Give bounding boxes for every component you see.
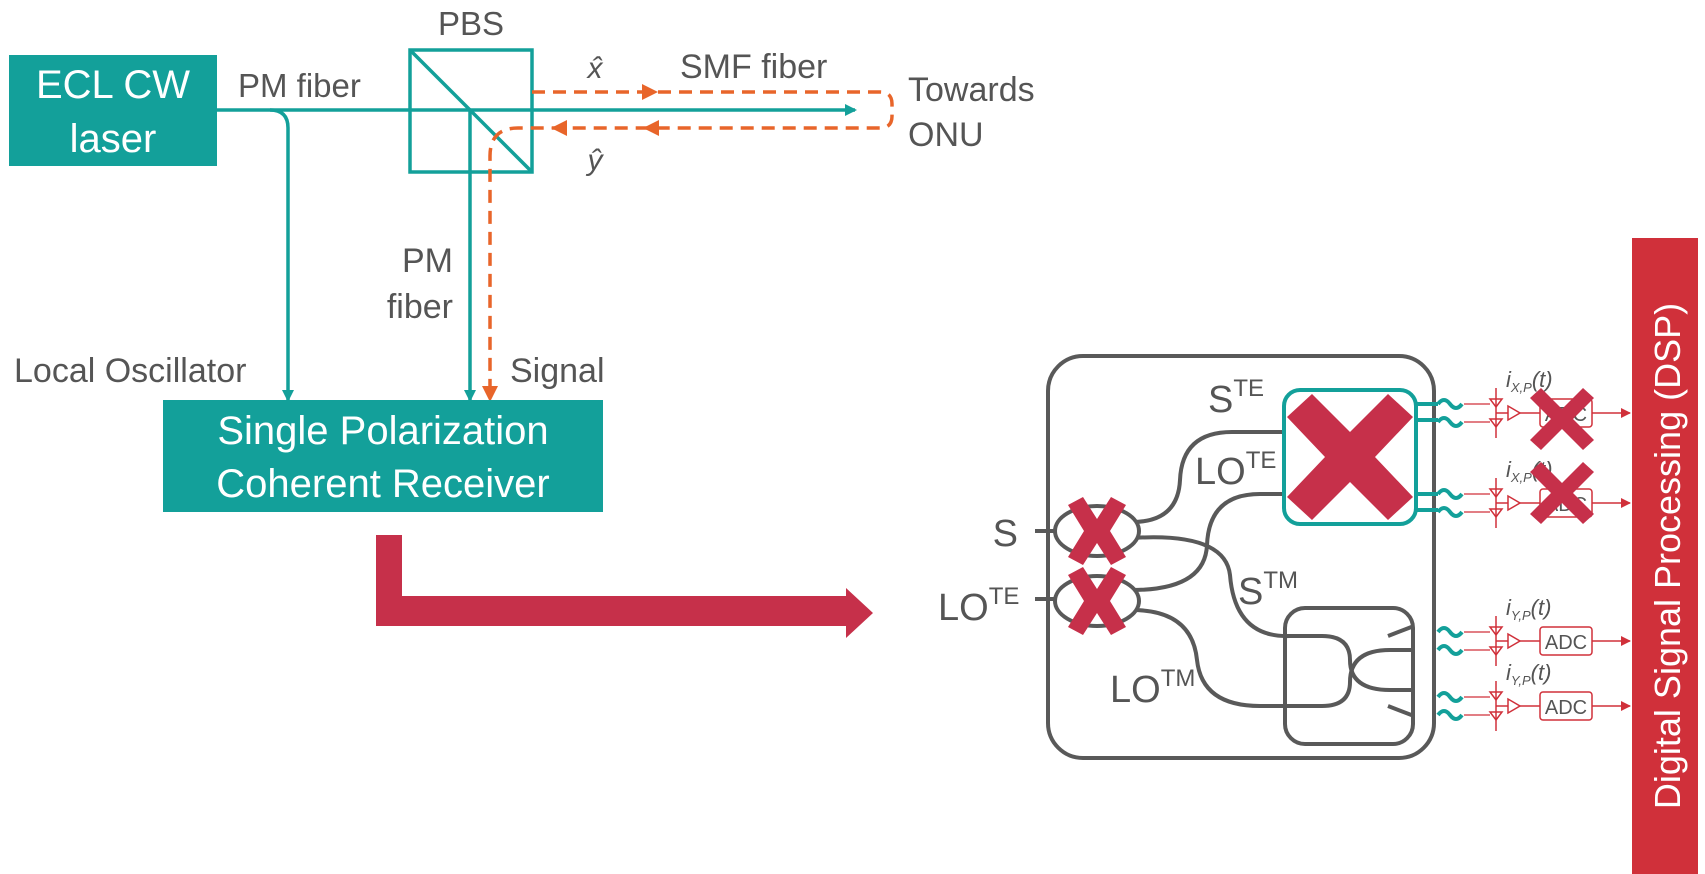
chip-s-te-label: STE	[1208, 375, 1264, 421]
teal-wave-b	[1436, 709, 1464, 721]
y-hat-label: ŷ	[586, 144, 605, 177]
tm-out-4	[1387, 704, 1415, 718]
arrow-x-direction	[642, 84, 658, 100]
chip-lo-input-label: LOTE	[938, 583, 1019, 629]
towards-line1: Towards	[908, 71, 1035, 109]
wg-s-te	[1131, 430, 1284, 524]
towards-line2: ONU	[908, 116, 984, 154]
receiver-block: Single Polarization Coherent Receiver	[163, 400, 603, 512]
arrow-y-return-1	[643, 120, 659, 136]
receiver-label-line1: Single Polarization	[217, 409, 548, 453]
adc-label: ADC	[1545, 632, 1587, 654]
amplifier-icon	[1507, 494, 1522, 512]
dsp-box	[1632, 238, 1698, 874]
cross-icon-te-hybrid	[1287, 394, 1413, 520]
teal-wave-b	[1436, 644, 1464, 656]
pbs-square	[408, 48, 534, 174]
teal-wave-a	[1436, 398, 1464, 410]
photodiode-icon	[1488, 398, 1504, 409]
output-chain-3: ADC iY,P(t)	[1436, 595, 1631, 666]
orange-arrows	[482, 84, 659, 402]
te-hybrid-outputs	[1416, 402, 1438, 512]
arrow-y-return-2	[551, 120, 567, 136]
pm-fiber-mid-line1: PM	[402, 242, 453, 280]
teal-wave-a	[1436, 691, 1464, 703]
laser-box	[9, 55, 217, 166]
arrow-signal-down	[482, 386, 498, 402]
expansion-arrow	[376, 535, 873, 638]
pbs-cube: PBS	[408, 5, 534, 174]
cross-icon-adc-2	[1530, 462, 1594, 524]
chip-lo-tm-label: LOTM	[1110, 665, 1195, 711]
dsp-block: Digital Signal Processing (DSP)	[1632, 238, 1698, 874]
photodiode-icon	[1488, 646, 1504, 657]
cross-marks	[1068, 388, 1594, 635]
photodiode-icon	[1488, 418, 1504, 429]
output-chain-1: ADCiX,P(t)	[1436, 367, 1631, 438]
photodiode-icon	[1488, 691, 1504, 702]
photodiode-icon	[1488, 711, 1504, 722]
receiver-box	[163, 400, 603, 512]
signal-loop	[488, 90, 894, 392]
chip-outline	[1046, 354, 1436, 760]
output-chain-4: ADC iY,P(t)	[1436, 660, 1631, 731]
local-oscillator-label: Local Oscillator	[14, 352, 246, 390]
cross-icon-coupler-s	[1068, 497, 1126, 565]
teal-wave-b	[1436, 416, 1464, 428]
teal-wave-b	[1436, 506, 1464, 518]
wg-lo-te	[1131, 492, 1284, 592]
receiver-label-line2: Coherent Receiver	[216, 462, 550, 506]
smf-fiber-label: SMF fiber	[680, 48, 827, 86]
amplifier-icon	[1507, 404, 1522, 422]
laser-label-line1: ECL CW	[36, 63, 190, 107]
tm-hybrid-box	[1283, 606, 1415, 746]
cross-icon-adc-1	[1530, 388, 1594, 450]
cross-icon-coupler-lo	[1068, 567, 1126, 635]
current-label: iY,P(t)	[1506, 660, 1551, 688]
chip-lo-te-label: LOTE	[1195, 447, 1276, 493]
orange-signal-path	[488, 90, 894, 392]
pbs-label: PBS	[438, 5, 504, 42]
photodiode-icon	[1488, 508, 1504, 519]
laser-label-line2: laser	[70, 117, 157, 161]
chip-s-tm-label: STM	[1238, 567, 1298, 613]
tm-hybrid-path-1	[1321, 634, 1414, 692]
chip-detail: 5 50 S LOTE STE LOTE STM LOTM	[938, 354, 1438, 760]
tm-out-1	[1387, 624, 1415, 638]
tm-hybrid-path-2	[1321, 648, 1414, 708]
teal-wave-a	[1436, 626, 1464, 638]
adc-label: ADC	[1545, 697, 1587, 719]
teal-wave-a	[1436, 488, 1464, 500]
photodiode-icon	[1488, 626, 1504, 637]
chip-waveguides	[1035, 430, 1322, 708]
wg-s-tm	[1131, 535, 1322, 639]
current-label: iY,P(t)	[1506, 595, 1551, 623]
pbs-diagonal	[408, 48, 534, 174]
x-hat-label: x̂	[586, 52, 604, 85]
chip-s-input-label: S	[993, 513, 1018, 555]
tm-hybrid	[1283, 606, 1415, 746]
amplifier-icon	[1507, 697, 1522, 715]
dsp-label: Digital Signal Processing (DSP)	[1647, 303, 1688, 809]
photodiode-icon	[1488, 488, 1504, 499]
fiber-local-oscillator	[269, 108, 294, 402]
teal-fibers	[217, 104, 857, 402]
pm-fiber-mid-line2: fiber	[387, 288, 453, 326]
signal-label: Signal	[510, 352, 605, 390]
pm-fiber-top-label: PM fiber	[238, 67, 361, 104]
laser-block: ECL CW laser	[9, 55, 217, 166]
wg-lo-tm	[1131, 608, 1322, 708]
current-label: iX,P(t)	[1506, 367, 1553, 395]
amplifier-icon	[1507, 632, 1522, 650]
